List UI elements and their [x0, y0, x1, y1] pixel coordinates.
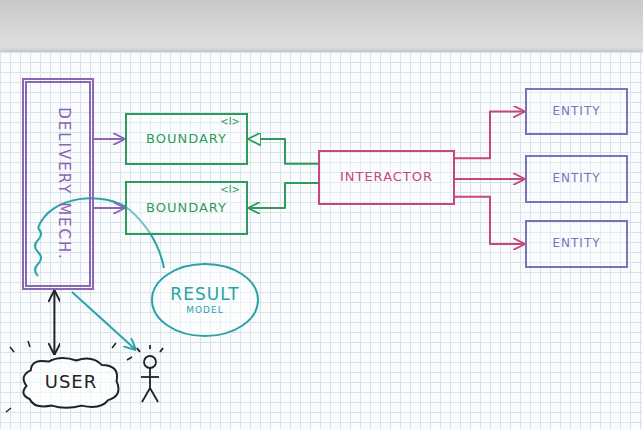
glow-mark [160, 348, 163, 352]
stick-head [144, 356, 156, 368]
connector-arrow [455, 197, 525, 244]
cloud-outline [23, 358, 118, 408]
node-label: MODEL [186, 305, 223, 315]
stick-figure [137, 345, 163, 402]
node-label: DELIVERY MECH. [54, 107, 71, 261]
node-label: ENTITY [552, 105, 600, 119]
glow-mark [112, 343, 116, 348]
return-arrow [72, 292, 136, 350]
connector-arrow [94, 138, 125, 140]
user-cloud: USER [18, 355, 124, 410]
entity-box: ENTITY [525, 155, 628, 203]
node-label: USER [45, 372, 97, 393]
node-label: ENTITY [552, 172, 600, 186]
node-label: ENTITY [552, 237, 600, 251]
node-label: INTERACTOR [340, 170, 433, 185]
bubble-outline [152, 264, 258, 336]
delivery-mechanism: DELIVERY MECH. [22, 78, 94, 290]
glow-mark [10, 347, 14, 352]
boundary-box: <I> BOUNDARY [125, 113, 248, 165]
stick-body [149, 368, 151, 388]
glow-mark [149, 345, 151, 349]
stick-leg [142, 388, 150, 402]
edge-layer [54, 112, 525, 356]
connector-arrow [53, 290, 55, 355]
connector-arrow [455, 178, 525, 180]
glow-mark [6, 408, 11, 412]
connector-arrow [248, 139, 318, 164]
glow-mark [137, 348, 140, 352]
connector-arrow [94, 207, 125, 209]
boundary-box: <I> BOUNDARY [125, 181, 248, 235]
wavy-line [35, 228, 41, 276]
node-label: BOUNDARY [146, 132, 227, 147]
interactor-box: INTERACTOR [318, 150, 455, 205]
stick-leg [150, 388, 158, 402]
entity-box: ENTITY [525, 220, 628, 268]
interface-marker: <I> [220, 184, 240, 196]
entity-box: ENTITY [525, 88, 628, 135]
stick-arms [141, 376, 159, 378]
glow-mark [28, 341, 30, 347]
glow-mark [127, 357, 132, 360]
node-label: RESULT [170, 285, 239, 305]
interface-marker: <I> [220, 116, 240, 128]
connector-arrow [248, 183, 318, 208]
result-model-bubble: RESULTMODEL [150, 262, 260, 338]
connector-arrow [455, 112, 525, 159]
node-label: BOUNDARY [146, 201, 227, 216]
cloud-marks [6, 341, 132, 412]
